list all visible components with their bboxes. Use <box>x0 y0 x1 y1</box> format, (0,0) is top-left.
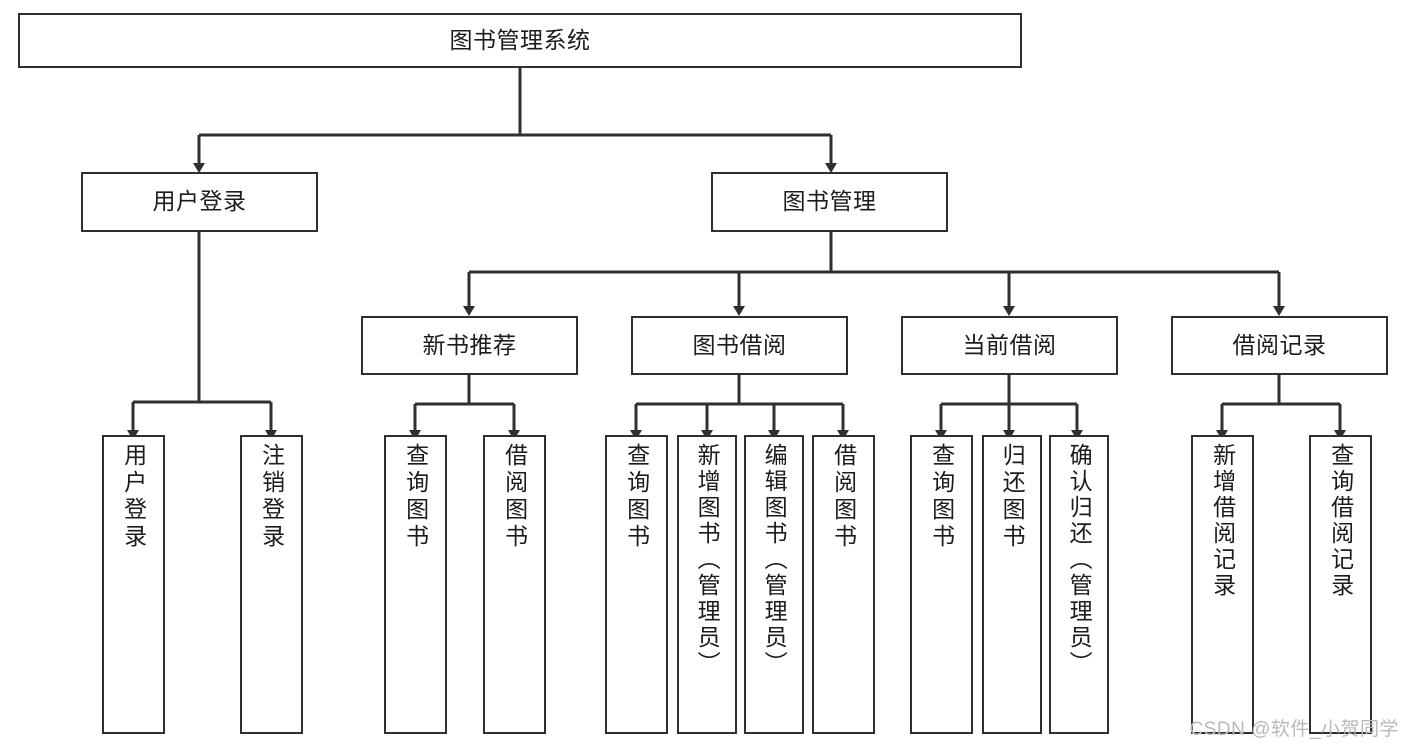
node-label: 用户登录 <box>152 188 247 215</box>
leaf-new-book-query-book[interactable]: 查询图书 <box>384 435 447 734</box>
node-root-book-management-system[interactable]: 图书管理系统 <box>18 13 1022 68</box>
node-book-management[interactable]: 图书管理 <box>711 172 948 232</box>
node-label: 查询图书 <box>402 443 429 551</box>
node-user-login[interactable]: 用户登录 <box>81 172 318 232</box>
leaf-user-login-logout[interactable]: 注销登录 <box>240 435 303 734</box>
leaf-book-borrow-add-book-admin[interactable]: 新增图书（管理员） <box>677 435 737 734</box>
node-label: 查询图书 <box>623 443 650 551</box>
node-label: 当前借阅 <box>962 331 1057 358</box>
leaf-current-borrow-query-book[interactable]: 查询图书 <box>910 435 973 734</box>
node-label: 图书借阅 <box>692 331 787 358</box>
node-label: 新书推荐 <box>422 331 517 358</box>
node-label: 新增借阅记录 <box>1209 443 1236 599</box>
leaf-book-borrow-edit-book-admin[interactable]: 编辑图书（管理员） <box>744 435 804 734</box>
node-label: 借阅图书 <box>830 443 857 551</box>
node-label: 查询图书 <box>928 443 955 551</box>
leaf-book-borrow-borrow-book[interactable]: 借阅图书 <box>812 435 875 734</box>
leaf-borrow-record-add-record[interactable]: 新增借阅记录 <box>1191 435 1254 734</box>
node-label: 新增图书（管理员） <box>694 443 721 677</box>
node-label: 图书管理系统 <box>449 26 591 53</box>
node-label: 归还图书 <box>999 443 1026 551</box>
leaf-new-book-borrow-book[interactable]: 借阅图书 <box>483 435 546 734</box>
leaf-borrow-record-query-record[interactable]: 查询借阅记录 <box>1309 435 1372 734</box>
node-label: 确认归还（管理员） <box>1066 443 1093 677</box>
node-label: 借阅记录 <box>1232 331 1327 358</box>
leaf-current-borrow-return-book[interactable]: 归还图书 <box>982 435 1042 734</box>
leaf-current-borrow-confirm-return-admin[interactable]: 确认归还（管理员） <box>1049 435 1109 734</box>
node-current-borrow[interactable]: 当前借阅 <box>901 316 1118 375</box>
csdn-watermark: CSDN @软件_小贺同学 <box>1189 719 1399 740</box>
node-label: 借阅图书 <box>501 443 528 551</box>
leaf-user-login-login[interactable]: 用户登录 <box>102 435 165 734</box>
node-borrow-record[interactable]: 借阅记录 <box>1171 316 1388 375</box>
leaf-book-borrow-query-book[interactable]: 查询图书 <box>605 435 668 734</box>
node-label: 注销登录 <box>258 443 285 551</box>
node-label: 查询借阅记录 <box>1327 443 1354 599</box>
node-label: 图书管理 <box>782 188 877 215</box>
node-new-book-recommend[interactable]: 新书推荐 <box>361 316 578 375</box>
node-book-borrow[interactable]: 图书借阅 <box>631 316 848 375</box>
node-label: 编辑图书（管理员） <box>761 443 788 677</box>
node-label: 用户登录 <box>120 443 147 551</box>
